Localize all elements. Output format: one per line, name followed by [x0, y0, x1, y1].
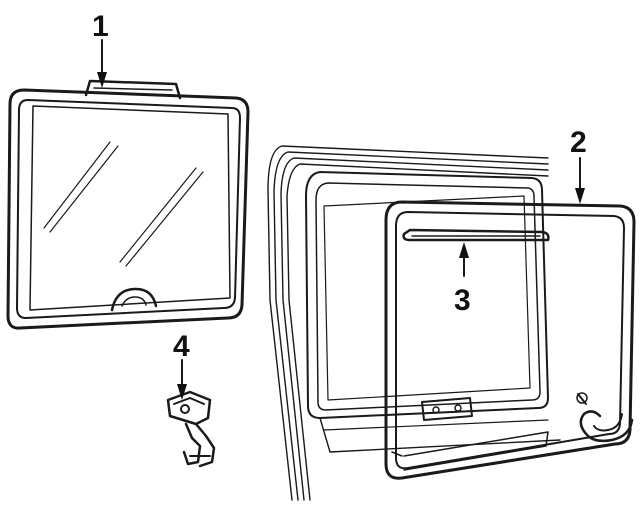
latch-part [166, 390, 216, 468]
callout-1: 1 [92, 10, 109, 43]
callout-2: 2 [570, 126, 587, 159]
weatherstrip-part [384, 200, 636, 480]
glass-window-part [6, 79, 250, 330]
callout-4: 4 [173, 330, 190, 363]
callout-3: 3 [454, 284, 471, 317]
callout-leaders [97, 39, 585, 400]
cab-back-panel [267, 145, 561, 501]
trim-strip-part [402, 228, 550, 242]
